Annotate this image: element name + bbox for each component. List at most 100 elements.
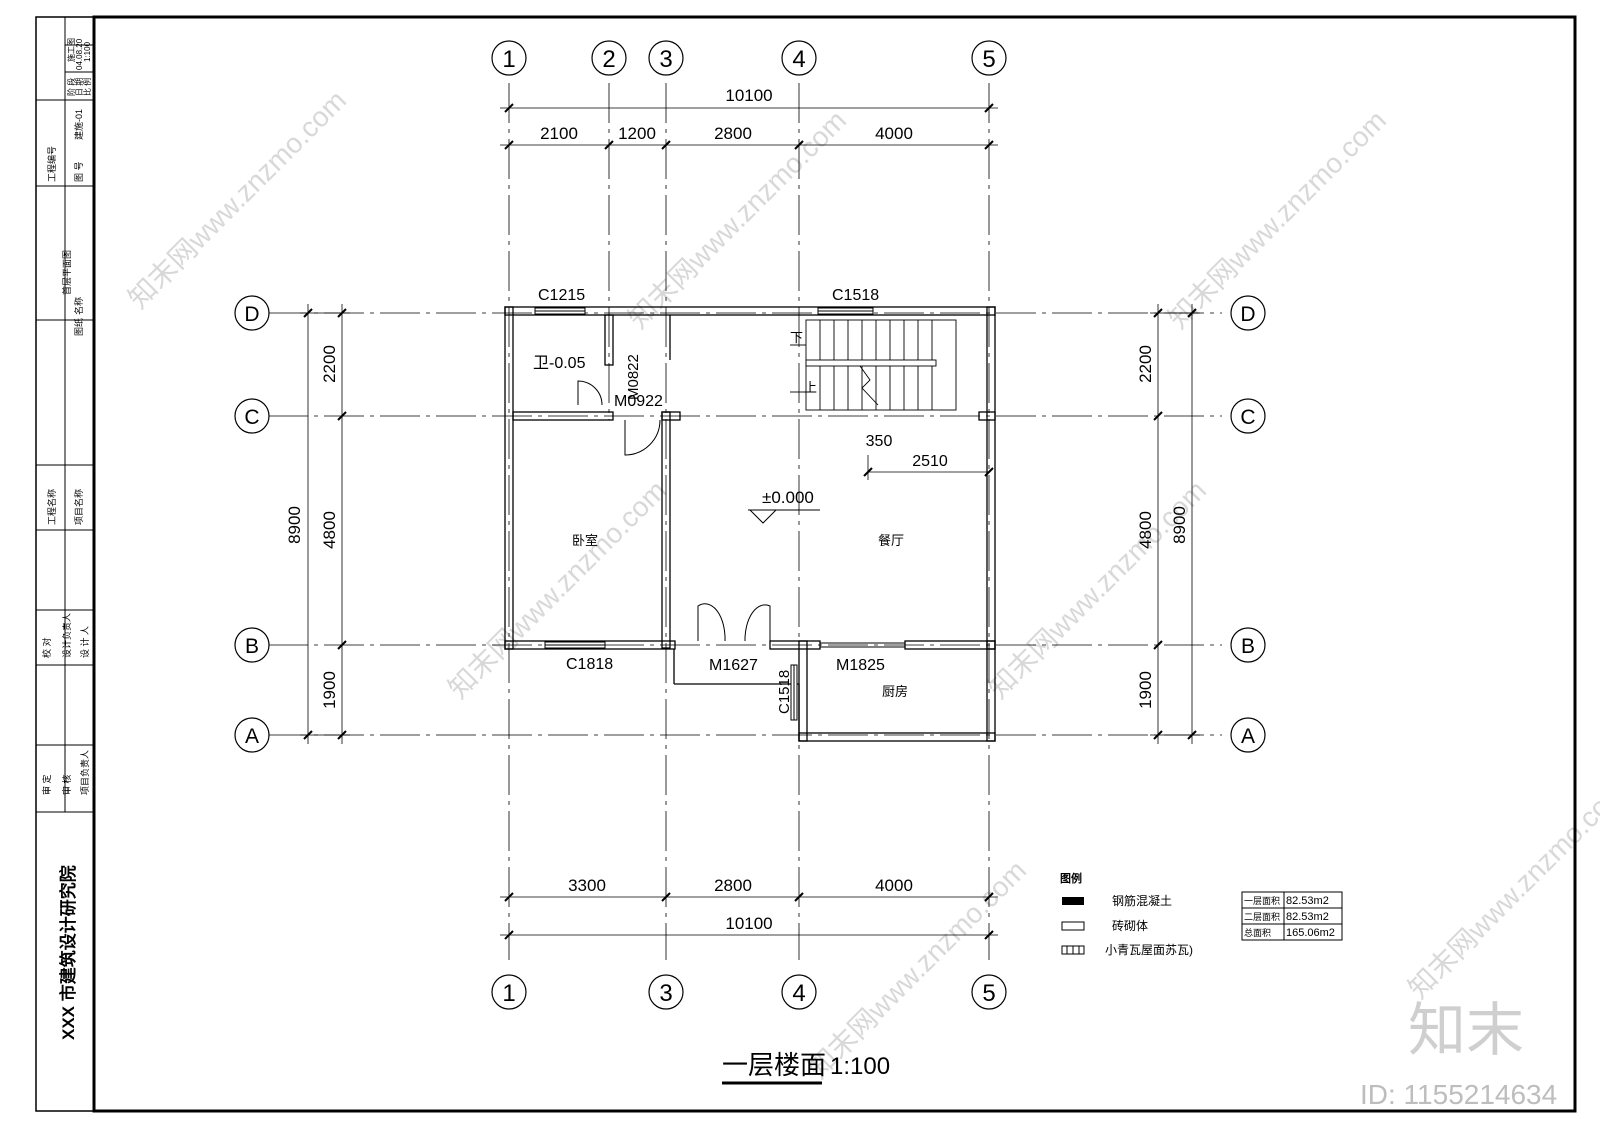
watermark-layer: 知末网www.znzmo.com 知末网www.znzmo.com 知末网www…	[122, 84, 1600, 1084]
legend-swatch-concrete	[1062, 897, 1084, 905]
axis-label-3-bottom: 3	[659, 980, 672, 1007]
legend-item-tile: 小青瓦屋面苏瓦)	[1105, 943, 1193, 957]
plan-labels: C1215 C1518 卫-0.05 M0822 M0922 ±0.000 卧室…	[533, 287, 908, 714]
area-table: 一层面积 82.53m2 二层面积 82.53m2 总面积 165.06m2	[1241, 891, 1343, 941]
watermark-site: 知末网www.znzmo.com	[802, 854, 1032, 1084]
scale-value: 1:100	[83, 41, 92, 62]
room-label-dining: 餐厅	[878, 533, 904, 548]
area-value-second: 82.53m2	[1286, 911, 1329, 923]
watermark-site: 知末网www.znzmo.com	[1402, 774, 1600, 1004]
stair-labels: 下 上	[790, 330, 817, 395]
dim-top-seg-2: 1200	[618, 124, 656, 143]
dim-left-seg-2: 4800	[320, 511, 339, 549]
axis-label-B-right: B	[1241, 635, 1255, 658]
dim-stair-width: 2510	[912, 453, 948, 470]
title-label-approve: 审 定	[41, 774, 52, 795]
watermark-brand: 知末	[1408, 998, 1524, 1063]
axis-label-C-right: C	[1240, 406, 1255, 429]
stair-up-label: 上	[804, 380, 817, 395]
dim-bottom-seg-1: 3300	[568, 876, 606, 895]
axis-label-5-top: 5	[982, 46, 995, 73]
dim-right-total: 8900	[1170, 506, 1189, 544]
doors	[577, 380, 771, 642]
date-value: 04.08.20	[75, 38, 84, 70]
title-label-scale: 比 例	[82, 78, 92, 96]
axis-label-B-left: B	[245, 635, 259, 658]
elevation-marker	[748, 509, 820, 524]
dim-bottom-seg-2: 2800	[714, 876, 752, 895]
door-label-m1825: M1825	[836, 657, 885, 674]
dimension-ticks	[303, 103, 1197, 940]
stair-down-label: 下	[790, 330, 803, 345]
dimension-texts: 10100 2100 1200 2800 4000 3300 2800 4000…	[285, 86, 1189, 933]
axis-label-5-bottom: 5	[982, 980, 995, 1007]
door-label-m0922: M0922	[614, 393, 663, 410]
title-block	[36, 17, 94, 813]
door-label-m1627: M1627	[709, 657, 758, 674]
window-label-c1818: C1818	[566, 656, 613, 673]
title-label-item-name: 项目名称	[73, 489, 84, 525]
drawing-name-value: 首层平面图	[61, 250, 72, 295]
dim-top-seg-4: 4000	[875, 124, 913, 143]
legend-item-brick: 砖砌体	[1112, 918, 1148, 933]
area-label-total: 总面积	[1244, 927, 1271, 938]
dim-right-seg-1: 2200	[1136, 345, 1155, 383]
room-label-bedroom: 卧室	[572, 533, 598, 548]
legend-swatch-brick	[1061, 921, 1085, 931]
room-label-kitchen: 厨房	[882, 684, 908, 699]
axis-label-4-top: 4	[792, 46, 805, 73]
axis-label-4-bottom: 4	[792, 980, 805, 1007]
dim-right-seg-2: 4800	[1136, 511, 1155, 549]
dim-left-seg-1: 2200	[320, 345, 339, 383]
axis-label-1-top: 1	[502, 46, 515, 73]
title-label-project-name: 工程名称	[46, 489, 57, 525]
stair	[790, 319, 957, 411]
axis-label-A-right: A	[1241, 725, 1255, 748]
axis-label-D-left: D	[244, 303, 259, 326]
window-label-c1518-top: C1518	[832, 287, 879, 304]
axis-label-1-bottom: 1	[502, 980, 515, 1007]
axis-label-C-left: C	[244, 406, 259, 429]
axis-bubbles	[234, 40, 1266, 1010]
dim-top-seg-3: 2800	[714, 124, 752, 143]
title-label-drawing: 图纸	[73, 318, 84, 336]
title-label-project-lead: 项目负责人	[79, 750, 90, 795]
drawing-title-text: 一层楼面	[722, 1050, 826, 1080]
area-value-first: 82.53m2	[1286, 895, 1329, 907]
dimension-lines	[300, 107, 1200, 936]
title-label-design-lead: 设计负责人	[61, 613, 72, 658]
stage-value: 施工图	[66, 38, 76, 62]
title-label-designer: 设 计 人	[79, 626, 90, 658]
legend-title: 图例	[1060, 871, 1082, 885]
legend-item-concrete: 钢筋混凝土	[1112, 893, 1172, 908]
area-label-second: 二层面积	[1244, 911, 1280, 922]
title-label-stage: 阶 段	[66, 78, 76, 96]
dim-left-total: 8900	[285, 506, 304, 544]
drawing-title-scale: 1:100	[830, 1053, 890, 1080]
axis-label-A-left: A	[245, 725, 259, 748]
title-label-review: 审 核	[61, 774, 72, 795]
dim-stair-offset: 350	[866, 433, 893, 450]
title-label-project-no: 工程编号	[46, 146, 57, 182]
drawing-frame	[92, 15, 1577, 1113]
room-label-bath: 卫-0.05	[533, 355, 586, 372]
drawing-no-value: 建施-01	[73, 109, 84, 140]
door-label-m0822: M0822	[625, 354, 642, 400]
watermark-site: 知末网www.znzmo.com	[1162, 104, 1392, 334]
area-label-first: 一层面积	[1244, 895, 1280, 906]
axis-lines	[268, 83, 1222, 960]
title-label-date: 日 期	[75, 78, 84, 96]
title-label-drawing-no: 图 号	[74, 161, 84, 182]
dim-left-seg-3: 1900	[320, 671, 339, 709]
area-value-total: 165.06m2	[1286, 927, 1335, 939]
axis-bubble-labels: 1 2 3 4 5 1 3 4 5 D C B A D C B A	[244, 46, 1255, 1007]
title-block-labels: 审 定 审 核 项目负责人 校 对 设计负责人 设 计 人 工程名称 项目名称 …	[41, 38, 92, 1040]
dim-top-total: 10100	[725, 86, 772, 105]
watermark-id: ID: 1155214634	[1360, 1079, 1557, 1110]
legend-swatch-tile	[1061, 945, 1085, 955]
watermark-site: 知末网www.znzmo.com	[122, 84, 352, 314]
title-label-name: 名称	[73, 297, 84, 315]
elevation-label: ±0.000	[762, 488, 814, 507]
axis-label-3-top: 3	[659, 46, 672, 73]
